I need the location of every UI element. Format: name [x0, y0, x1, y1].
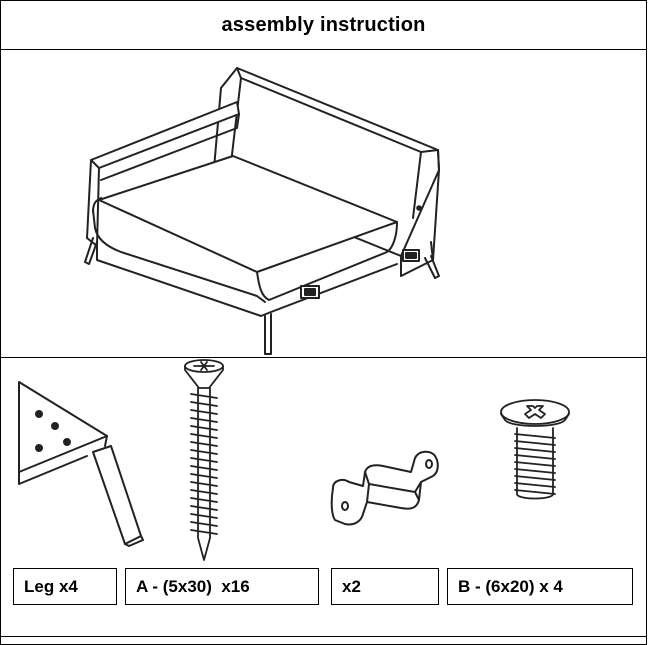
bracket-quantity-text: x2 [342, 576, 361, 596]
screw-a-quantity-label: A - (5x30) x16 [125, 568, 319, 605]
title-cell: assembly instruction [0, 0, 647, 50]
leg-quantity-text: Leg x4 [24, 576, 78, 596]
machine-screw-icon [500, 399, 570, 500]
page-title: assembly instruction [221, 13, 426, 36]
bracket-quantity-label: x2 [331, 568, 439, 605]
connector-bracket-icon [330, 450, 439, 526]
bottom-divider [0, 636, 647, 637]
screw-b-quantity-label: B - (6x20) x 4 [447, 568, 633, 605]
parts-cell: Leg x4 A - (5x30) x16 x2 B - (6x20) x 4 [0, 357, 647, 645]
sofa-leg-icon [18, 381, 144, 547]
sofa-module-icon [84, 67, 440, 355]
product-illustration-cell [0, 49, 647, 358]
screw-b-quantity-text: B - (6x20) x 4 [458, 576, 563, 596]
leg-quantity-label: Leg x4 [13, 568, 117, 605]
wood-screw-icon [184, 359, 224, 561]
screw-a-quantity-text: A - (5x30) x16 [136, 576, 250, 596]
